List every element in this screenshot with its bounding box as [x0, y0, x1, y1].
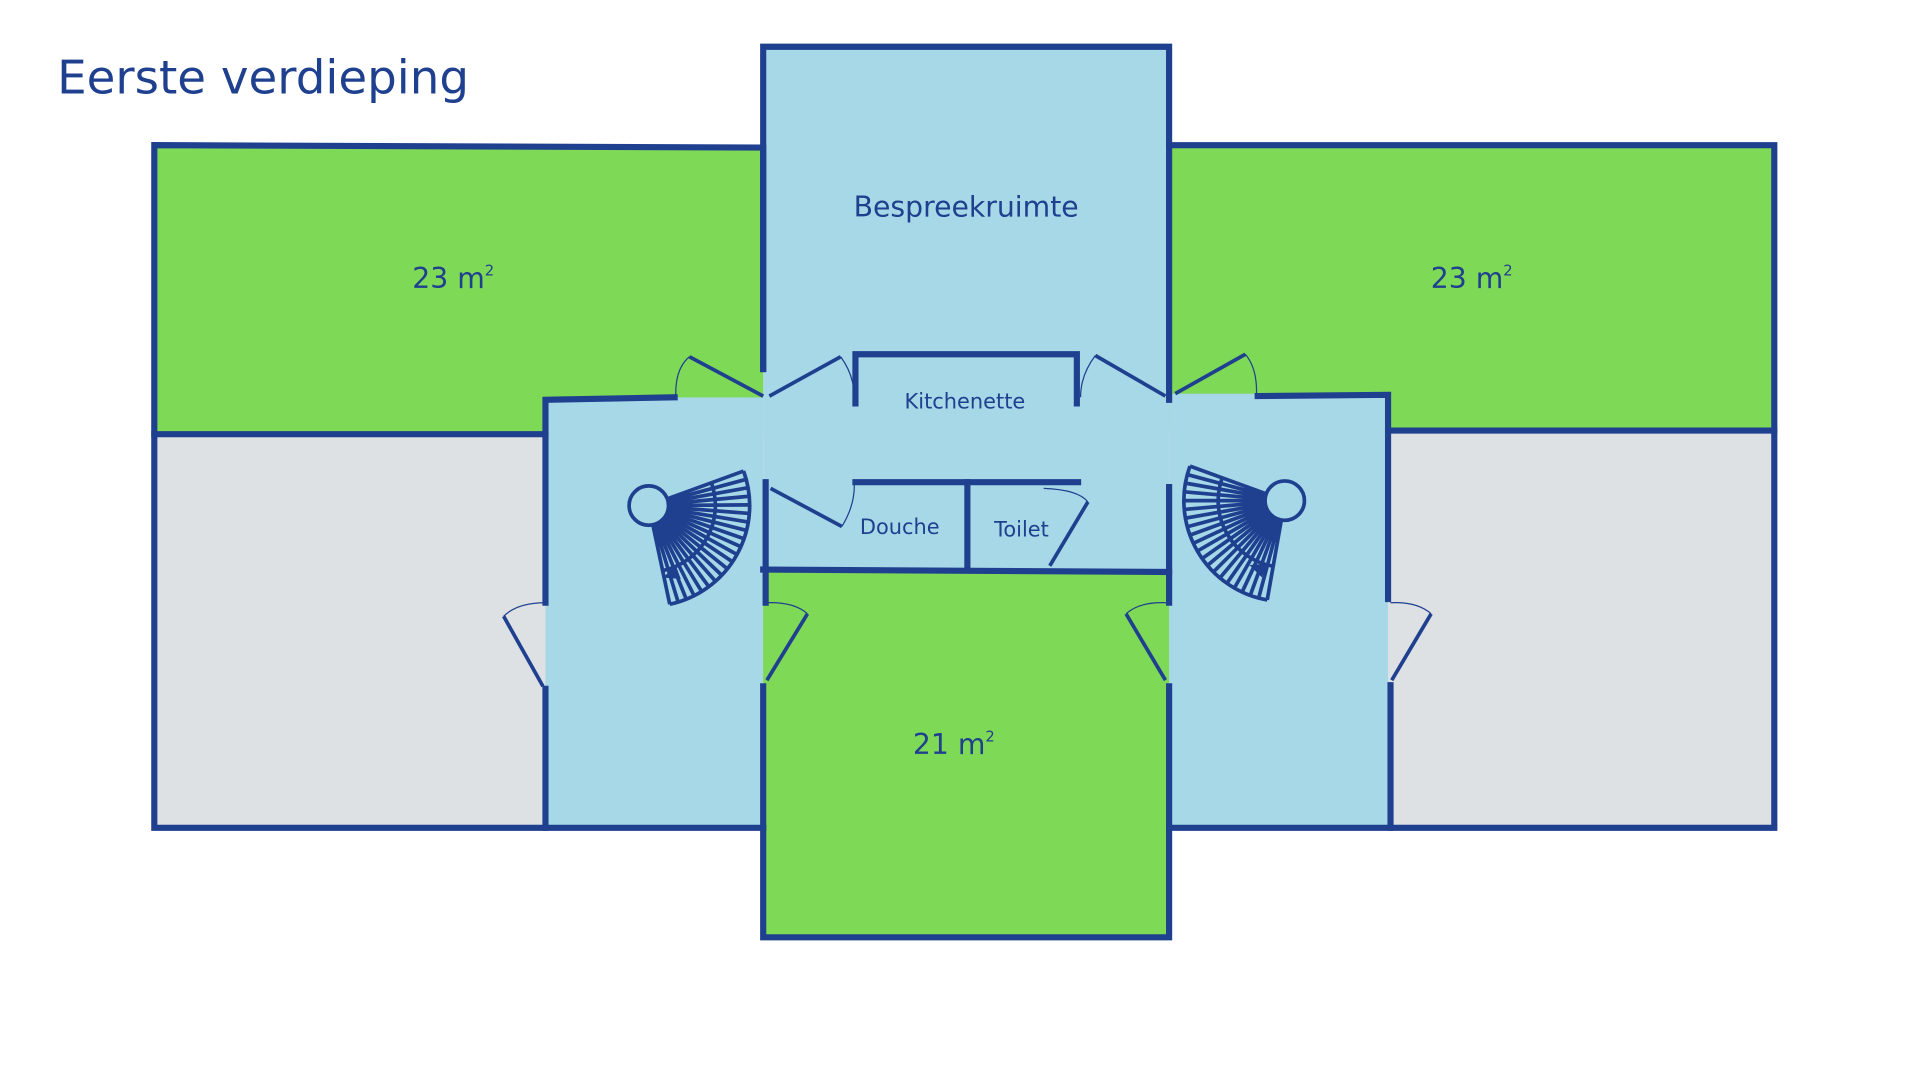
center-office-area: 21 m2 — [913, 728, 995, 761]
stair-direction-arrow-icon — [663, 565, 681, 580]
stair-step — [668, 503, 750, 508]
stair-step — [665, 513, 738, 557]
stair-step — [1184, 500, 1266, 512]
stair-step — [668, 505, 750, 516]
stair-step — [1248, 518, 1280, 597]
right-hall — [1169, 393, 1389, 828]
stair-step — [667, 477, 747, 503]
stair-step — [666, 511, 742, 549]
stair-step — [651, 524, 672, 605]
stair-step — [667, 508, 747, 533]
stair-step — [1192, 507, 1268, 545]
stair-step — [1196, 508, 1269, 553]
stair-step — [1232, 516, 1277, 589]
stair-step — [1186, 503, 1267, 529]
stair-step — [1212, 513, 1273, 574]
stair-step — [1201, 510, 1270, 561]
shower-label: Douche — [860, 515, 940, 539]
stair-step — [1225, 515, 1275, 585]
room-center-office — [763, 571, 1170, 938]
walls — [151, 43, 1778, 941]
left-office-area: 23 m2 — [412, 262, 494, 295]
stair-step — [1206, 511, 1271, 567]
stair-step — [662, 516, 729, 571]
meeting-room-label: Bespreekruimte — [854, 190, 1079, 223]
toilet-label: Toilet — [993, 517, 1049, 541]
stair-step — [667, 485, 749, 504]
stair-step — [1189, 505, 1267, 537]
room-right-other — [1388, 430, 1775, 828]
stair-step — [1184, 490, 1266, 501]
stair-step — [1265, 519, 1284, 601]
stair-step — [652, 523, 680, 603]
stair-step — [1240, 517, 1279, 593]
room-left-other — [154, 434, 546, 828]
stair-step — [660, 519, 717, 583]
spiral-staircase-right — [1182, 464, 1307, 602]
stair-step — [655, 522, 696, 597]
stair-step — [666, 469, 745, 501]
stair-step — [668, 494, 750, 506]
stair-step — [667, 506, 749, 524]
stair-step — [1185, 481, 1266, 500]
stair-step — [664, 515, 734, 564]
stair-step — [666, 510, 745, 541]
stair-step — [1256, 519, 1282, 599]
stair-step — [1218, 514, 1274, 580]
stair-step — [1185, 502, 1266, 520]
room-right-office — [1169, 145, 1775, 431]
stair-step — [661, 517, 723, 577]
page-title: Eerste verdieping — [57, 51, 469, 105]
left-hall — [545, 397, 764, 828]
stair-step — [654, 523, 688, 600]
stair-step — [1186, 472, 1267, 498]
doors — [502, 352, 1433, 688]
right-office-area: 23 m2 — [1431, 262, 1513, 295]
stair-step — [659, 520, 711, 588]
stair-step — [1189, 464, 1267, 496]
kitchenette-label: Kitchenette — [905, 389, 1026, 413]
spiral-staircase-left — [627, 469, 752, 607]
stair-step — [657, 521, 704, 593]
stair-direction-arrow-icon — [1249, 563, 1268, 578]
room-left-office — [154, 145, 764, 435]
